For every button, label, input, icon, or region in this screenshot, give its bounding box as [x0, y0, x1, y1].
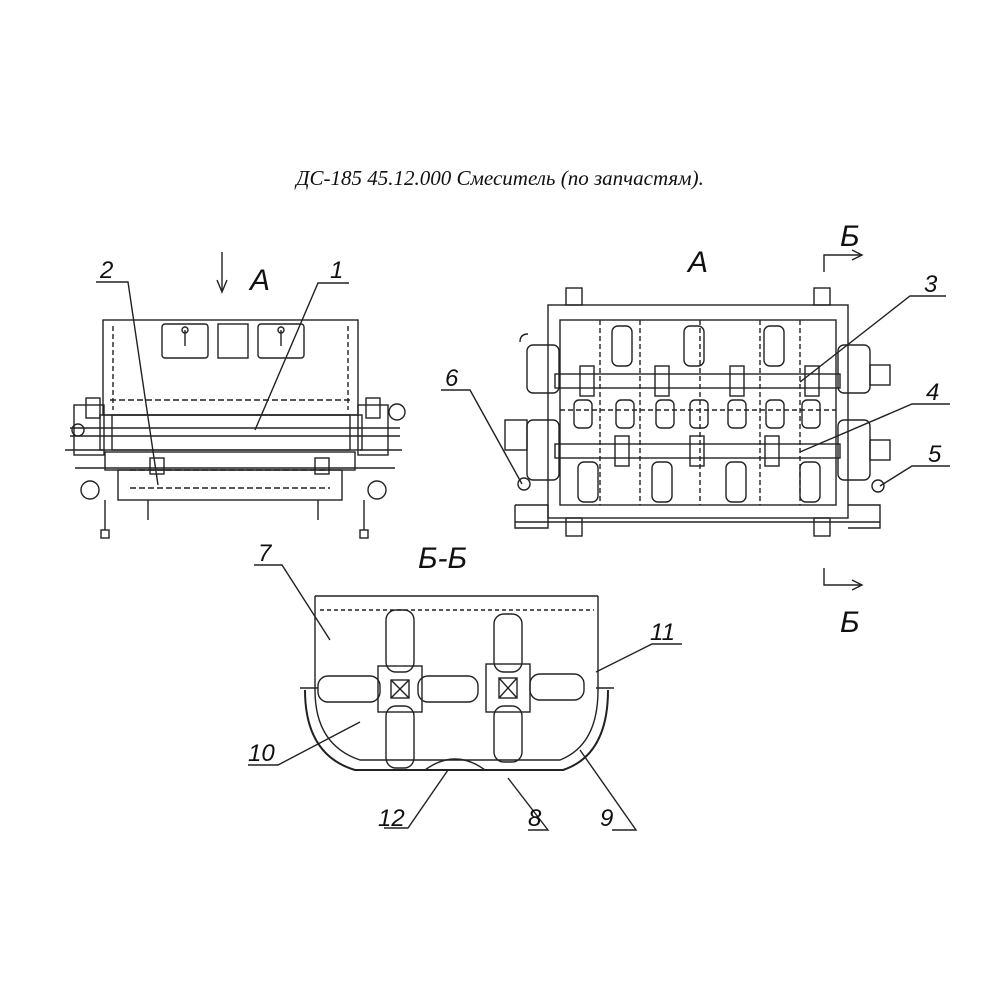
- cut-mark-bottom: Б: [840, 606, 860, 639]
- callout-3: 3: [924, 271, 938, 298]
- callout-9: 9: [600, 805, 613, 832]
- leader-4: [799, 403, 950, 453]
- callout-8: 8: [528, 805, 542, 832]
- callout-5: 5: [928, 441, 942, 468]
- callout-2: 2: [99, 257, 113, 284]
- leader-1: [254, 282, 349, 431]
- leader-12: [384, 769, 449, 829]
- leader-2: [96, 281, 159, 486]
- leader-3: [799, 295, 946, 383]
- leader-6: [441, 389, 523, 485]
- view-a-label: А: [248, 264, 270, 297]
- leader-5: [879, 465, 950, 487]
- leader-10: [248, 721, 361, 766]
- leader-9: [579, 749, 638, 831]
- section-bb-label: Б-Б: [418, 542, 467, 575]
- section-bb: [300, 595, 614, 771]
- plan-view-a: [504, 287, 891, 537]
- callout-12: 12: [378, 805, 405, 832]
- callout-4: 4: [926, 379, 939, 406]
- view-arrow-a: [216, 252, 228, 294]
- callout-10: 10: [248, 740, 275, 767]
- plan-view-a-label: А: [686, 246, 708, 279]
- leader-8: [507, 777, 550, 831]
- section-cut-marks: [823, 249, 864, 591]
- drawing-title: ДС-185 45.12.000 Смеситель (по запчастям…: [296, 166, 704, 190]
- cut-mark-top: Б: [840, 220, 860, 253]
- callout-6: 6: [445, 365, 459, 392]
- callout-7: 7: [258, 540, 273, 567]
- callout-11: 11: [650, 619, 675, 646]
- front-view: [65, 319, 406, 539]
- leader-7: [254, 564, 331, 641]
- leader-11: [595, 643, 682, 673]
- callout-1: 1: [330, 257, 343, 284]
